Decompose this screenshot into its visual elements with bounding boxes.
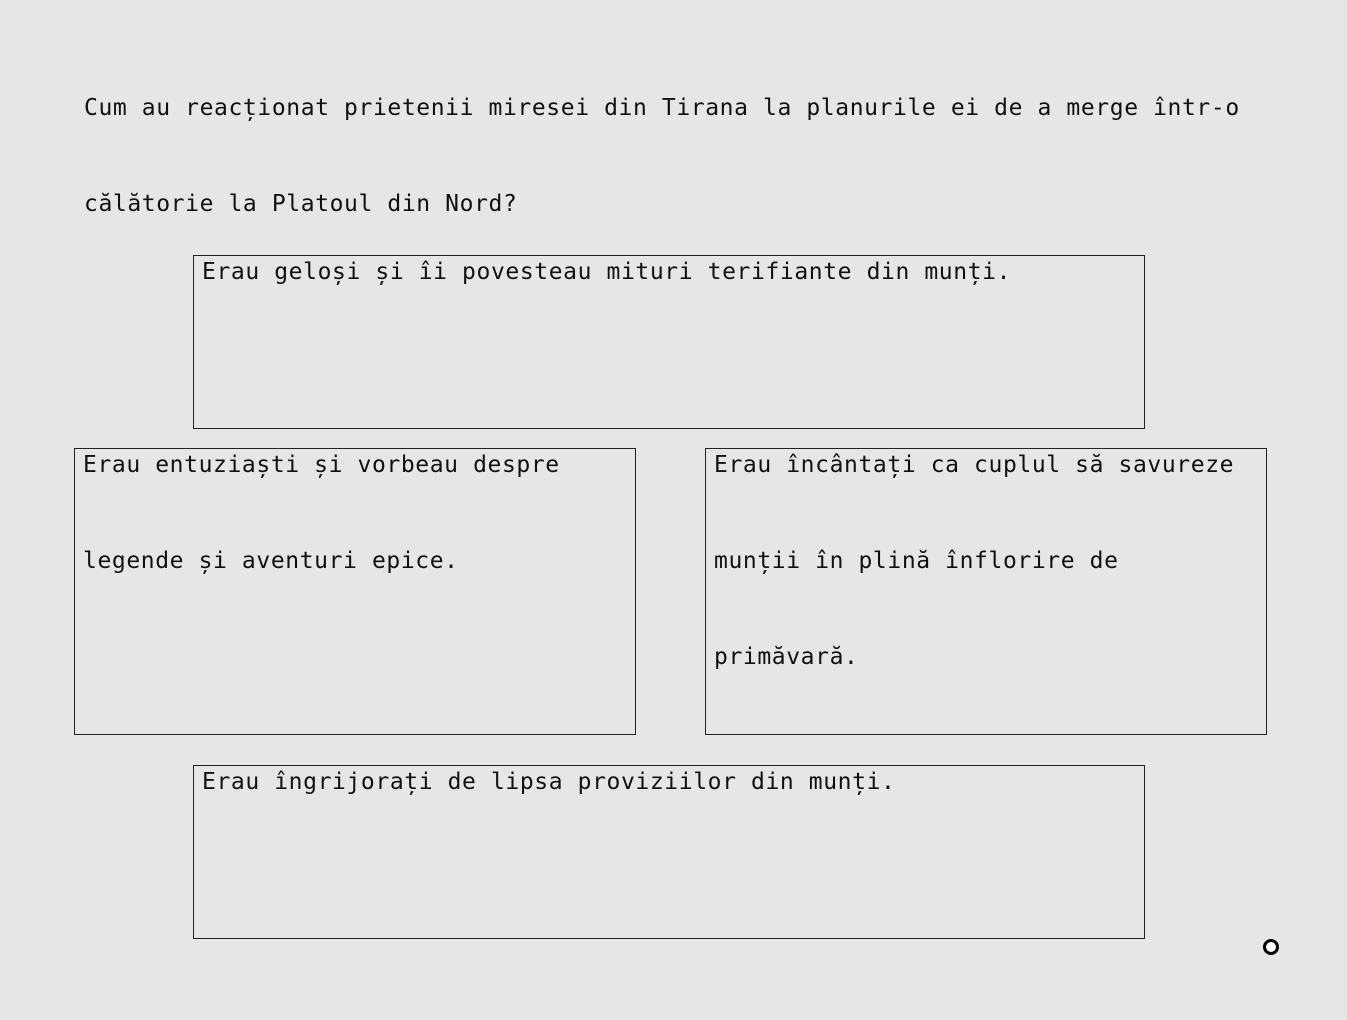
answer-option-4[interactable]: Erau îngrijorați de lipsa proviziilor di… — [193, 765, 1145, 939]
answer-option-2-label: Erau entuziaști și vorbeau despre legend… — [83, 452, 560, 574]
answer-option-3-label: Erau încântați ca cuplul să savureze mun… — [714, 452, 1235, 670]
mouse-cursor-icon — [1263, 939, 1279, 955]
answer-option-1[interactable]: Erau geloși și îi povesteau mituri terif… — [193, 255, 1145, 429]
answer-option-1-label: Erau geloși și îi povesteau mituri terif… — [202, 259, 1012, 285]
answer-option-3[interactable]: Erau încântați ca cuplul să savureze mun… — [705, 448, 1267, 735]
answer-option-4-label: Erau îngrijorați de lipsa proviziilor di… — [202, 769, 896, 795]
question-text: Cum au reacționat prietenii miresei din … — [84, 95, 1240, 217]
answer-option-2[interactable]: Erau entuziaști și vorbeau despre legend… — [74, 448, 636, 735]
